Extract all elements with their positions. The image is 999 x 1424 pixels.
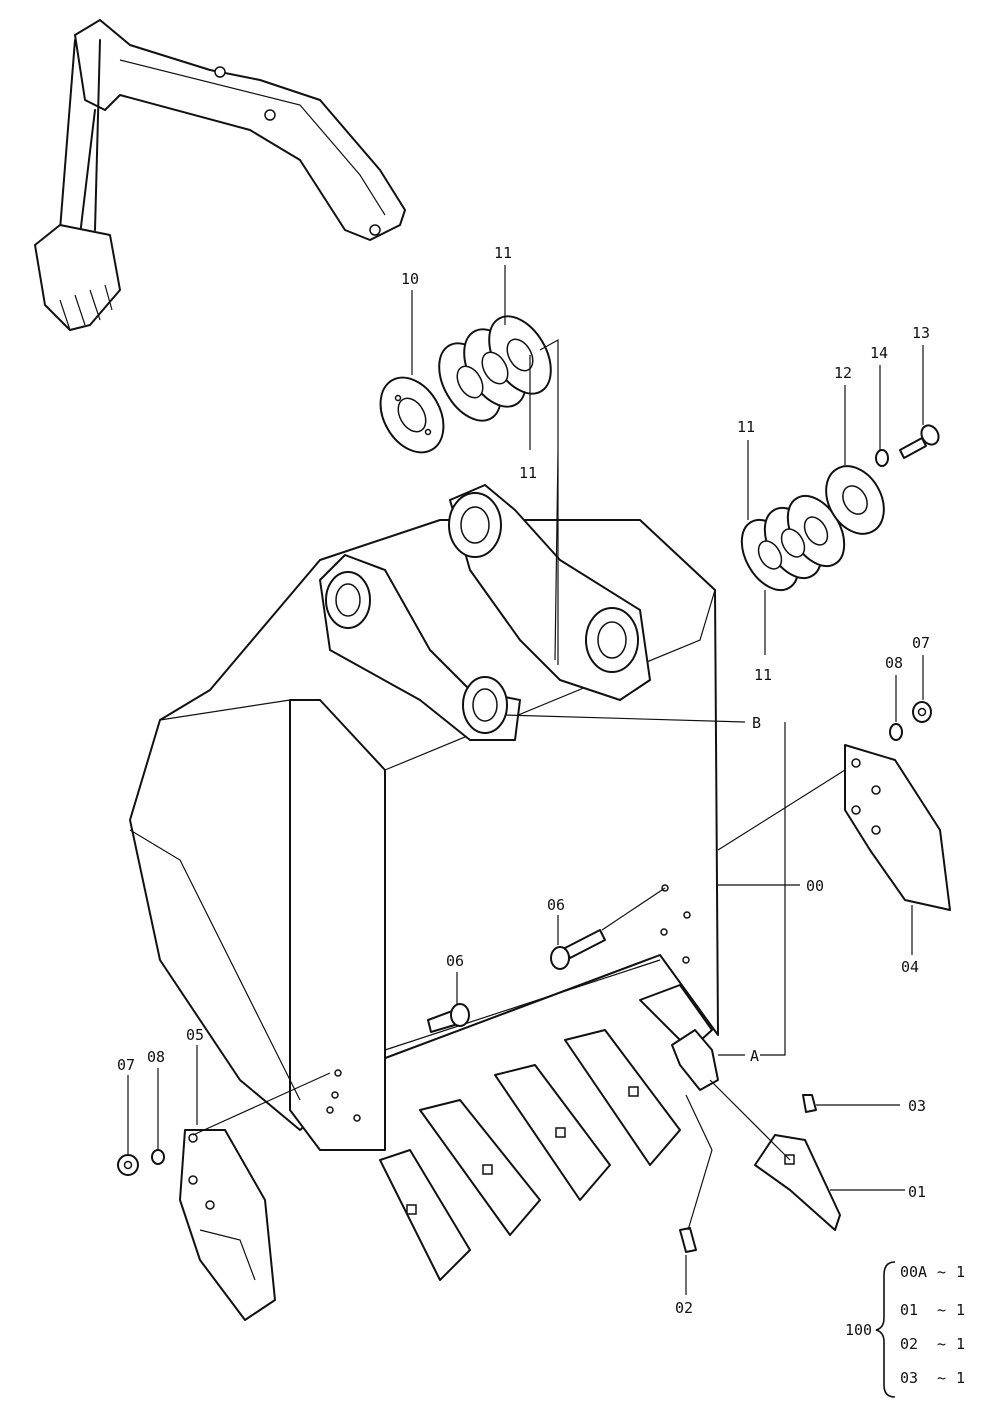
kit-row-3-qty: 1	[956, 1335, 965, 1353]
side-cutter-04	[844, 744, 951, 911]
label-10: 10	[401, 270, 419, 288]
label-11-top: 11	[494, 244, 512, 262]
washer-12	[825, 465, 885, 535]
pin-03	[802, 1094, 817, 1113]
kit-row-4-qty: 1	[956, 1369, 965, 1387]
washer-08-left	[151, 1149, 165, 1165]
kit-number: 100	[845, 1321, 872, 1339]
kit-row-3-sep: ~	[937, 1335, 946, 1353]
excavator-arm-illustration	[34, 19, 406, 331]
label-06-a: 06	[547, 896, 565, 914]
adapter	[671, 1029, 719, 1091]
kit-row-2-part: 01	[900, 1301, 918, 1319]
kit-row-2-sep: ~	[937, 1301, 946, 1319]
label-04: 04	[901, 958, 919, 976]
label-07-right: 07	[912, 634, 930, 652]
label-03: 03	[908, 1097, 926, 1115]
washer-08-right	[889, 723, 903, 741]
kit-row-3-part: 02	[900, 1335, 918, 1353]
callout-labels: 11 10 11 11 11 12 14 13 08 07 B 00 04 06…	[117, 244, 930, 1317]
label-12: 12	[834, 364, 852, 382]
label-01: 01	[908, 1183, 926, 1201]
kit-row-4-sep: ~	[937, 1369, 946, 1387]
bucket-body-00	[129, 484, 719, 1151]
label-07-left: 07	[117, 1056, 135, 1074]
label-11-right: 11	[737, 418, 755, 436]
nut-07-left	[117, 1154, 139, 1176]
nut-07-right	[912, 701, 932, 723]
label-08-left: 08	[147, 1048, 165, 1066]
leader-lines	[127, 265, 924, 1295]
kit-row-4-part: 03	[900, 1369, 918, 1387]
shim-set-11-right	[740, 494, 846, 592]
spring-washer-14	[875, 449, 889, 467]
washer-10	[379, 376, 445, 454]
kit-row-1-part: 00A	[900, 1263, 927, 1281]
label-A: A	[750, 1047, 759, 1065]
bolt-06-b	[427, 1003, 470, 1033]
pin-02	[679, 1227, 697, 1253]
label-14: 14	[870, 344, 888, 362]
kit-row-1-qty: 1	[956, 1263, 965, 1281]
label-13: 13	[912, 324, 930, 342]
tooth-01	[754, 1134, 841, 1231]
shim-set-11-upper	[438, 315, 552, 422]
label-06-b: 06	[446, 952, 464, 970]
side-cutter-05	[179, 1129, 276, 1321]
label-11-mid: 11	[519, 464, 537, 482]
label-B: B	[752, 714, 761, 732]
kit-row-1-sep: ~	[937, 1263, 946, 1281]
kit-row-2-qty: 1	[956, 1301, 965, 1319]
bolt-13	[899, 424, 940, 459]
label-08-right: 08	[885, 654, 903, 672]
bolt-06-a	[550, 929, 606, 970]
label-02: 02	[675, 1299, 693, 1317]
label-05: 05	[186, 1026, 204, 1044]
kit-legend: 100 00A ~ 1 01 ~ 1 02 ~ 1 03 ~ 1	[845, 1261, 965, 1398]
label-00: 00	[806, 877, 824, 895]
label-11-right-low: 11	[754, 666, 772, 684]
